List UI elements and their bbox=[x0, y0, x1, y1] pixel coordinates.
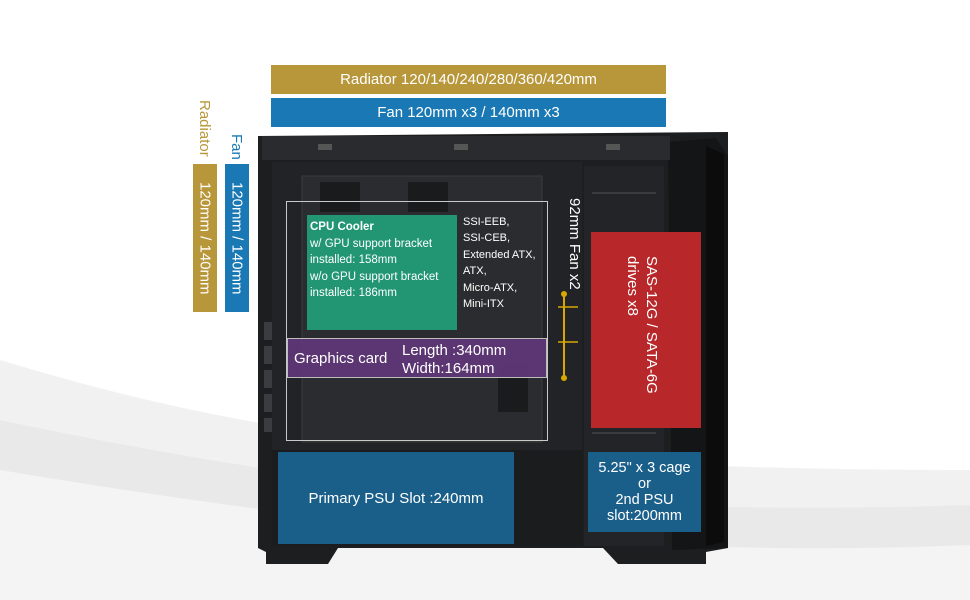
graphics-card-width: Width:164mm bbox=[402, 360, 495, 377]
motherboard-support-list: SSI-EEB, SSI-CEB, Extended ATX, ATX, Mic… bbox=[463, 214, 536, 312]
cage-line3: 2nd PSU bbox=[615, 492, 674, 508]
mb-item: ATX, bbox=[463, 265, 487, 278]
primary-psu-box: Primary PSU Slot :240mm bbox=[278, 452, 514, 544]
cpu-cooler-line4: installed: 186mm bbox=[310, 287, 397, 299]
top-fan-label: Fan 120mm x3 / 140mm x3 bbox=[377, 104, 560, 121]
drives-line2: drives x8 bbox=[624, 256, 641, 317]
front-fan-bar: 120mm / 140mm bbox=[225, 164, 249, 312]
cage-psu-box: 5.25" x 3 cage or 2nd PSU slot:200mm bbox=[588, 452, 701, 532]
cage-line1: 5.25" x 3 cage bbox=[598, 460, 691, 476]
front-radiator-bar: 120mm / 140mm bbox=[193, 164, 217, 312]
top-fan-banner: Fan 120mm x3 / 140mm x3 bbox=[271, 98, 666, 127]
drive-bays-box: SAS-12G / SATA-6G drives x8 bbox=[591, 232, 701, 428]
cpu-cooler-line3: w/o GPU support bracket bbox=[310, 270, 439, 283]
drives-line1: SAS-12G / SATA-6G bbox=[643, 256, 660, 394]
front-fan-title: Fan bbox=[228, 134, 245, 160]
graphics-card-box: Graphics card Length :340mm Width:164mm bbox=[287, 338, 547, 378]
top-radiator-banner: Radiator 120/140/240/280/360/420mm bbox=[271, 65, 666, 94]
mb-item: Extended ATX, bbox=[463, 248, 536, 261]
front-fan-size: 120mm / 140mm bbox=[228, 181, 246, 295]
cpu-cooler-line1: w/ GPU support bracket bbox=[310, 237, 433, 250]
cage-line2: or bbox=[638, 476, 651, 492]
mb-item: SSI-EEB, bbox=[463, 216, 510, 228]
mb-item: SSI-CEB, bbox=[463, 232, 511, 245]
cage-line4: slot:200mm bbox=[607, 508, 682, 524]
mb-item: Micro-ATX, bbox=[463, 281, 518, 294]
mb-item: Mini-ITX bbox=[463, 298, 504, 311]
motherboard-outline bbox=[286, 201, 548, 441]
primary-psu-label: Primary PSU Slot :240mm bbox=[308, 489, 484, 507]
front-radiator-size: 120mm / 140mm bbox=[196, 181, 214, 295]
graphics-card-label: Graphics card bbox=[294, 350, 388, 367]
cpu-cooler-box: CPU Cooler w/ GPU support bracket instal… bbox=[307, 215, 457, 330]
cpu-cooler-title: CPU Cooler bbox=[310, 221, 374, 233]
front-radiator-title: Radiator bbox=[196, 100, 213, 157]
cpu-cooler-line2: installed: 158mm bbox=[310, 254, 397, 266]
graphics-card-length: Length :340mm bbox=[402, 342, 507, 359]
rear-fan-label: 92mm Fan x2 bbox=[566, 198, 583, 290]
top-radiator-label: Radiator 120/140/240/280/360/420mm bbox=[340, 71, 597, 88]
